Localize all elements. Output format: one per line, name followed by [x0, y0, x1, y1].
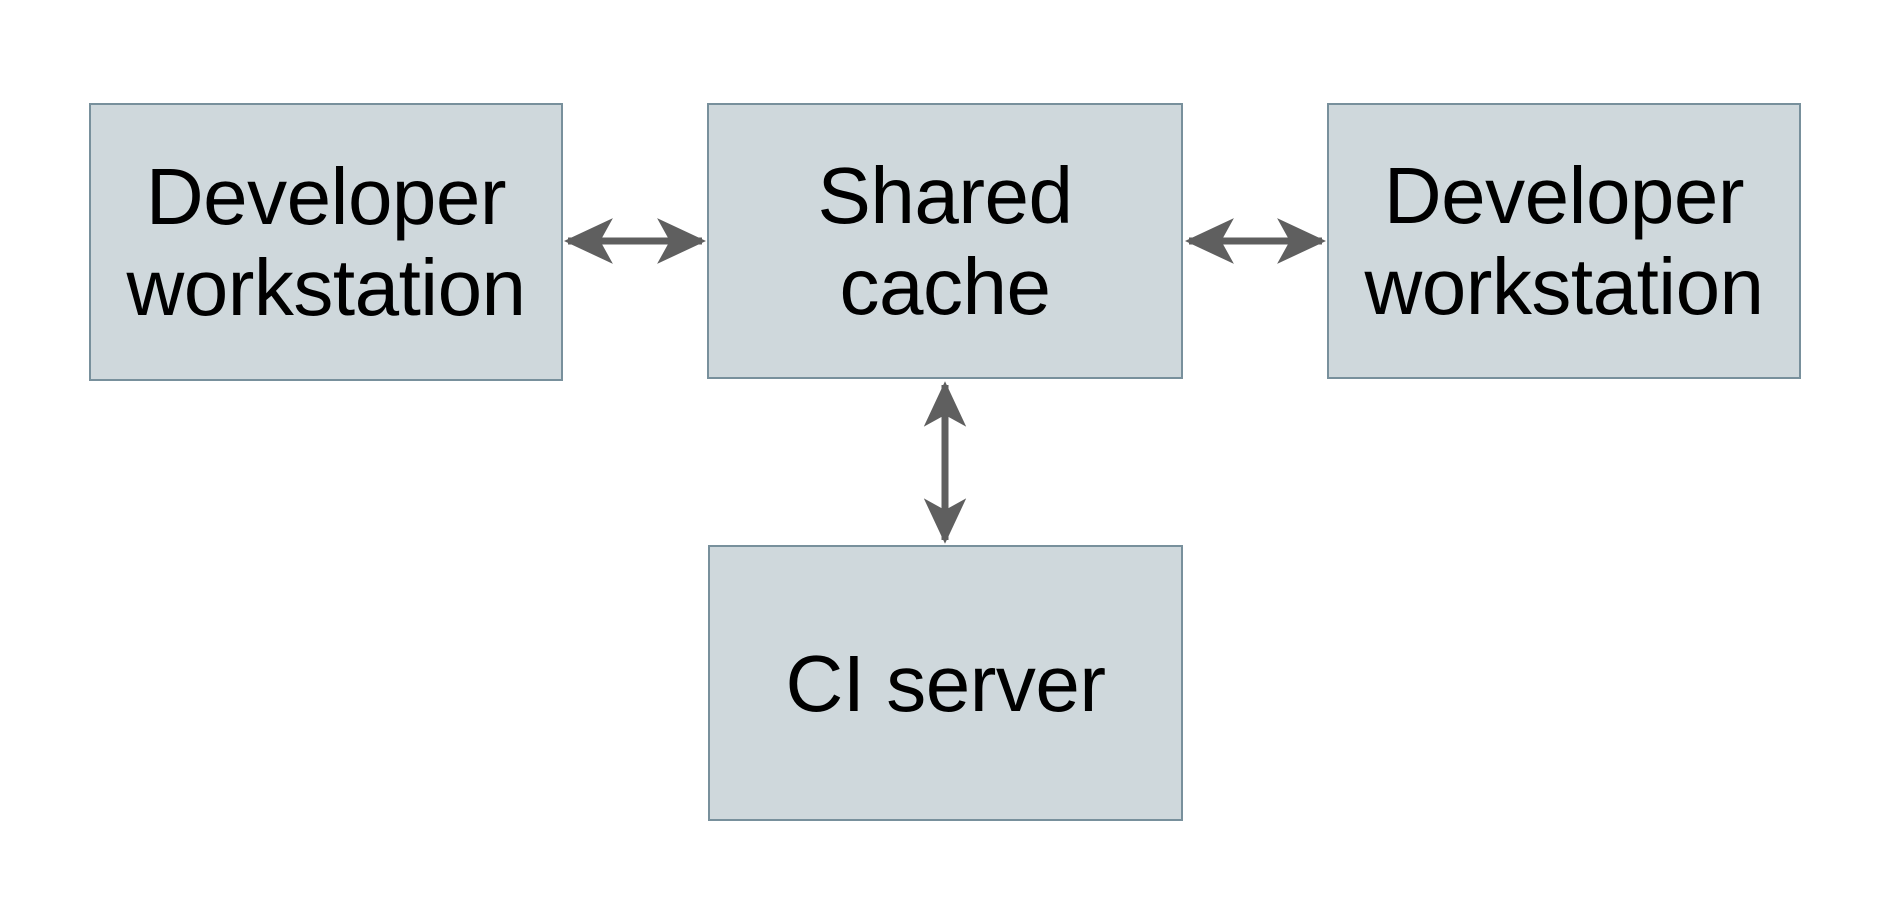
node-developer-workstation-right[interactable]: Developer workstation: [1327, 103, 1801, 379]
node-label: Shared cache: [817, 151, 1073, 331]
node-ci-server[interactable]: CI server: [708, 545, 1183, 821]
node-shared-cache[interactable]: Shared cache: [707, 103, 1183, 379]
node-label: Developer workstation: [1364, 151, 1764, 331]
node-label: Developer workstation: [126, 152, 526, 332]
node-label: CI server: [785, 638, 1107, 728]
node-developer-workstation-left[interactable]: Developer workstation: [89, 103, 563, 381]
